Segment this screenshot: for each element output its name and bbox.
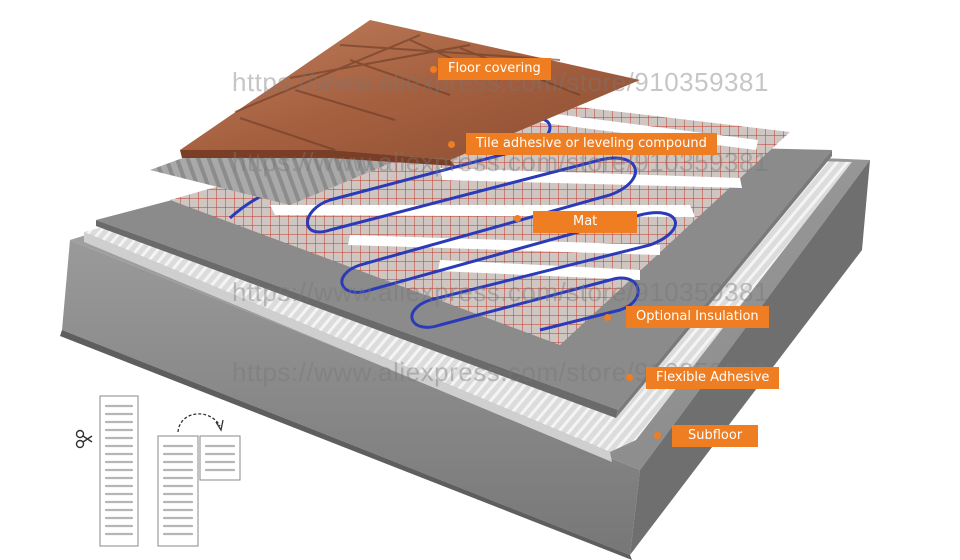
watermark-3: https://www.aliexpress.com/store/9103593… <box>232 277 769 307</box>
fold-arrow-icon <box>177 413 224 433</box>
floor-covering-label: Floor covering <box>438 58 551 80</box>
mat-dot <box>514 215 521 222</box>
mat-label: Mat <box>533 211 638 233</box>
floor-covering-dot <box>430 66 437 73</box>
heating-cable <box>228 116 677 332</box>
flexible-adhesive-label: Flexible Adhesive <box>646 367 780 389</box>
mat-cutting-diagram <box>75 395 241 547</box>
tile-adhesive-dot <box>448 141 455 148</box>
tile-adhesive-label: Tile adhesive or leveling compound <box>466 133 717 155</box>
subfloor-label: Subfloor <box>672 425 759 447</box>
flexible-adhesive-dot <box>626 374 633 381</box>
scissors-icon <box>75 429 93 449</box>
optional-insulation-dot <box>604 314 611 321</box>
optional-insulation-label: Optional Insulation <box>626 306 769 328</box>
subfloor-dot <box>654 432 661 439</box>
